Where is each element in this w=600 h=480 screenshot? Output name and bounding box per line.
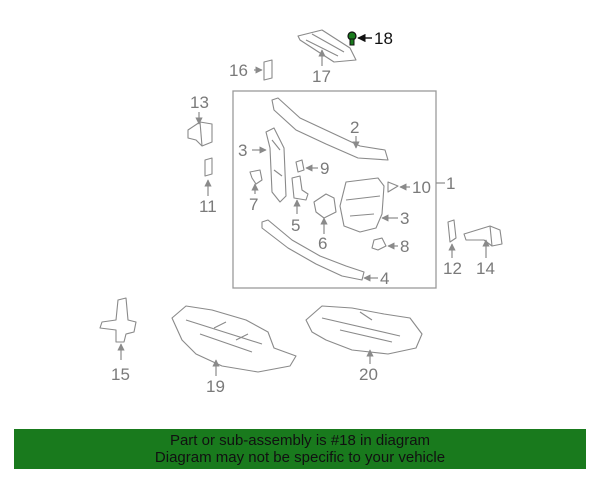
- callout-20: 20: [359, 365, 378, 384]
- part-7-clip[interactable]: [249, 169, 263, 185]
- callout-10: 10: [412, 178, 431, 197]
- part-20-under-cover[interactable]: [305, 305, 423, 355]
- callout-13: 13: [190, 93, 209, 112]
- callout-3a: 3: [238, 141, 247, 160]
- callout-2: 2: [350, 118, 359, 137]
- callout-1: 1: [446, 174, 455, 193]
- callout-9: 9: [320, 159, 329, 178]
- callout-3b: 3: [400, 209, 409, 228]
- callout-7: 7: [249, 195, 258, 214]
- callout-6: 6: [318, 234, 327, 253]
- part-5-bracket[interactable]: [291, 175, 309, 201]
- part-13-bracket[interactable]: [187, 121, 213, 147]
- callout-15: 15: [111, 365, 130, 384]
- assembly-frame: [232, 90, 437, 289]
- part-17-cover[interactable]: [297, 29, 357, 63]
- callout-11: 11: [199, 197, 217, 216]
- part-9-clip[interactable]: [295, 159, 305, 173]
- callout-8: 8: [400, 237, 409, 256]
- callout-4: 4: [380, 269, 389, 288]
- callout-14: 14: [476, 259, 495, 278]
- part-15-stay[interactable]: [99, 297, 137, 343]
- callout-19: 19: [206, 377, 225, 396]
- part-18-clip[interactable]: [347, 31, 357, 46]
- part-6-bracket[interactable]: [313, 193, 337, 219]
- banner-line-1: Part or sub-assembly is #18 in diagram: [169, 432, 431, 449]
- part-16-plate[interactable]: [263, 59, 273, 81]
- callout-5: 5: [291, 216, 300, 235]
- part-10-clip[interactable]: [387, 181, 399, 193]
- part-3-right-support[interactable]: [339, 177, 385, 233]
- notice-banner: Part or sub-assembly is #18 in diagram D…: [14, 429, 586, 469]
- callout-17: 17: [312, 67, 331, 86]
- part-14-bracket[interactable]: [463, 225, 503, 247]
- part-11-bracket[interactable]: [204, 157, 213, 177]
- part-2-upper-support[interactable]: [271, 97, 389, 161]
- callout-12: 12: [443, 259, 462, 278]
- callout-18: 18: [374, 29, 393, 48]
- banner-line-2: Diagram may not be specific to your vehi…: [154, 449, 446, 466]
- part-3-left-support[interactable]: [265, 127, 287, 203]
- part-4-lower-support[interactable]: [261, 219, 365, 281]
- part-8-clip[interactable]: [371, 237, 387, 251]
- part-12-bracket[interactable]: [447, 219, 457, 243]
- part-19-under-cover[interactable]: [171, 305, 297, 373]
- callout-16: 16: [229, 61, 248, 80]
